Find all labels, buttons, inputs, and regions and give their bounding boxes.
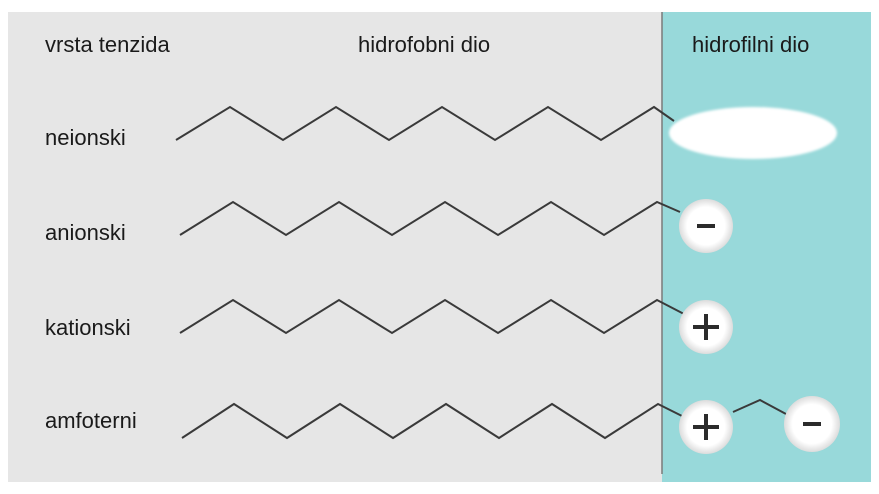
header-type: vrsta tenzida — [45, 32, 170, 57]
hydrocarbon-tail — [179, 200, 681, 237]
header-hydrophilic: hidrofilni dio — [692, 32, 809, 57]
amphoteric-plus-head — [679, 400, 733, 454]
row-anionic: anionski — [45, 199, 733, 253]
anionic-head — [679, 199, 733, 253]
header-hydrophobic: hidrofobni dio — [358, 32, 490, 57]
plus-icon — [693, 314, 719, 340]
plus-icon — [693, 414, 719, 440]
nonionic-head — [669, 107, 837, 159]
hydrocarbon-tail — [175, 105, 675, 142]
row-nonionic: neionski — [45, 105, 837, 159]
row-label: kationski — [45, 315, 131, 340]
hydrocarbon-tail — [181, 402, 687, 440]
amphoteric-minus-head — [784, 396, 840, 452]
row-cationic: kationski — [45, 298, 733, 354]
row-label: anionski — [45, 220, 126, 245]
linker-chain — [732, 398, 787, 415]
hydrocarbon-tail — [179, 298, 685, 335]
row-label: amfoterni — [45, 408, 137, 433]
row-amphoteric: amfoterni — [45, 396, 840, 454]
cationic-head — [679, 300, 733, 354]
row-label: neionski — [45, 125, 126, 150]
